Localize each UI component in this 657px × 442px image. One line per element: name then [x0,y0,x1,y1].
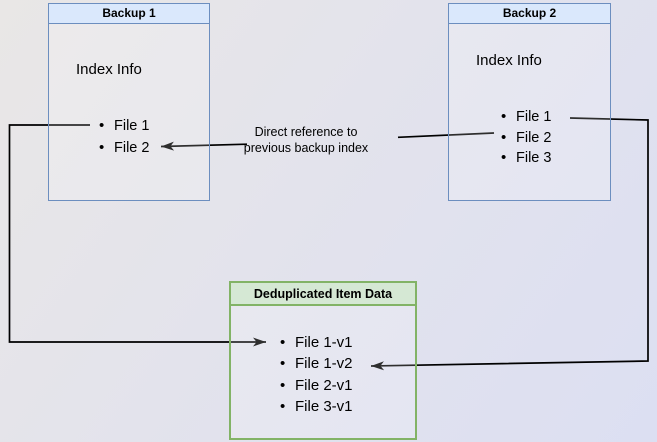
file-label: File 1 [114,118,150,134]
dedup-box: Deduplicated Item Data • File 1-v1 • File … [229,281,417,440]
backup2-file-list: • File 1 • File 2 • File 3 [501,107,551,169]
bullet-icon: • [280,397,286,415]
backup2-index-info-label: Index Info [476,52,542,69]
backup1-header: Backup 1 [49,4,209,24]
connector-label: Direct reference to previous backup inde… [243,125,369,155]
backup2-box: Backup 2 Index Info • File 1 • File 2 • Fil… [448,3,611,201]
file-label: File 1-v2 [295,355,353,373]
list-item: • File 3 [501,148,551,169]
list-item: • File 3-v1 [280,396,353,417]
file-label: File 1-v1 [295,334,353,351]
list-item: • File 2 [99,137,149,159]
list-item: • File 1-v1 [280,332,353,353]
bullet-icon: • [280,334,286,351]
file-label: File 2-v1 [295,376,353,394]
dedup-file-list: • File 1-v1 • File 1-v2 • File 2-v1 • File 3… [280,332,353,417]
backup1-index-info-label: Index Info [76,61,142,78]
file-label: File 3 [516,150,552,166]
list-item: • File 1-v2 [280,353,353,374]
bullet-icon: • [99,117,105,134]
bullet-icon: • [501,108,507,125]
dedup-title: Deduplicated Item Data [253,287,393,301]
list-item: • File 1 [99,115,149,137]
file-label: File 3-v1 [295,397,353,415]
bullet-icon: • [501,128,507,146]
backup1-file-list: • File 1 • File 2 [99,115,149,159]
file-label: File 1 [516,109,552,125]
backup2-title: Backup 2 [502,6,557,20]
bullet-icon: • [280,376,286,394]
bullet-icon: • [280,355,286,373]
dedup-header: Deduplicated Item Data [231,283,415,306]
file-label: File 2 [516,129,552,146]
list-item: • File 2 [501,128,551,149]
backup1-title: Backup 1 [102,6,156,20]
backup1-box: Backup 1 Index Info • File 1 • File 2 [48,3,210,201]
backup2-header: Backup 2 [449,4,610,24]
list-item: • File 1 [501,107,551,128]
bullet-icon: • [501,149,507,166]
file-label: File 2 [114,140,150,156]
bullet-icon: • [99,139,105,156]
list-item: • File 2-v1 [280,375,353,396]
